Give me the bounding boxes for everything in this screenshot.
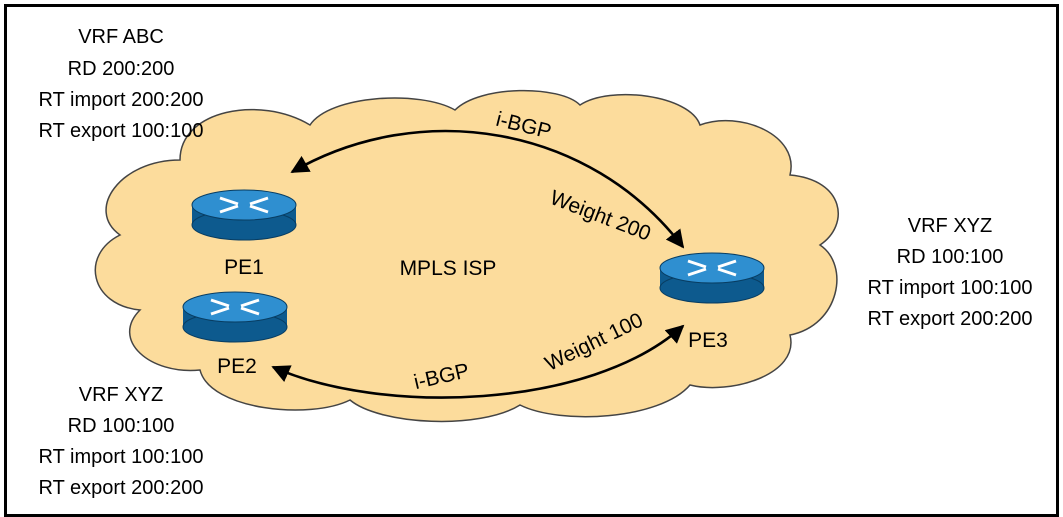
pe1-label: PE1 [224,256,264,279]
vrf-pe2-line: RT import 100:100 [39,446,204,468]
router-icon [182,291,288,343]
router-icon [191,189,297,241]
vrf-pe2-line: VRF XYZ [79,384,163,406]
vrf-pe1-line: RT export 100:100 [39,120,204,142]
vrf-block-pe1: VRF ABC RD 200:200 RT import 200:200 RT … [39,26,204,142]
pe3-label: PE3 [688,329,728,352]
router-pe2[interactable] [182,291,288,343]
vrf-pe2-line: RT export 200:200 [39,477,204,499]
vrf-pe3-line: RT import 100:100 [868,277,1033,299]
vrf-pe1-line: RD 200:200 [68,58,175,80]
ibgp-link-bottom [271,324,685,399]
vrf-block-pe2: VRF XYZ RD 100:100 RT import 100:100 RT … [39,384,204,499]
diagram-frame [4,4,1059,517]
vrf-pe3-line: RT export 200:200 [868,308,1033,330]
vrf-pe1-line: RT import 200:200 [39,89,204,111]
vrf-pe2-line: RD 100:100 [68,415,175,437]
vrf-pe3-line: VRF XYZ [908,215,992,237]
vrf-pe3-line: RD 100:100 [897,246,1004,268]
router-pe3[interactable] [659,252,765,304]
router-icon [659,252,765,304]
cloud-label: MPLS ISP [400,257,497,280]
pe2-label: PE2 [217,355,257,378]
vrf-block-pe3: VRF XYZ RD 100:100 RT import 100:100 RT … [868,215,1033,330]
vrf-pe1-line: VRF ABC [78,26,164,48]
router-pe1[interactable] [191,189,297,241]
ibgp-link-top [290,129,685,249]
